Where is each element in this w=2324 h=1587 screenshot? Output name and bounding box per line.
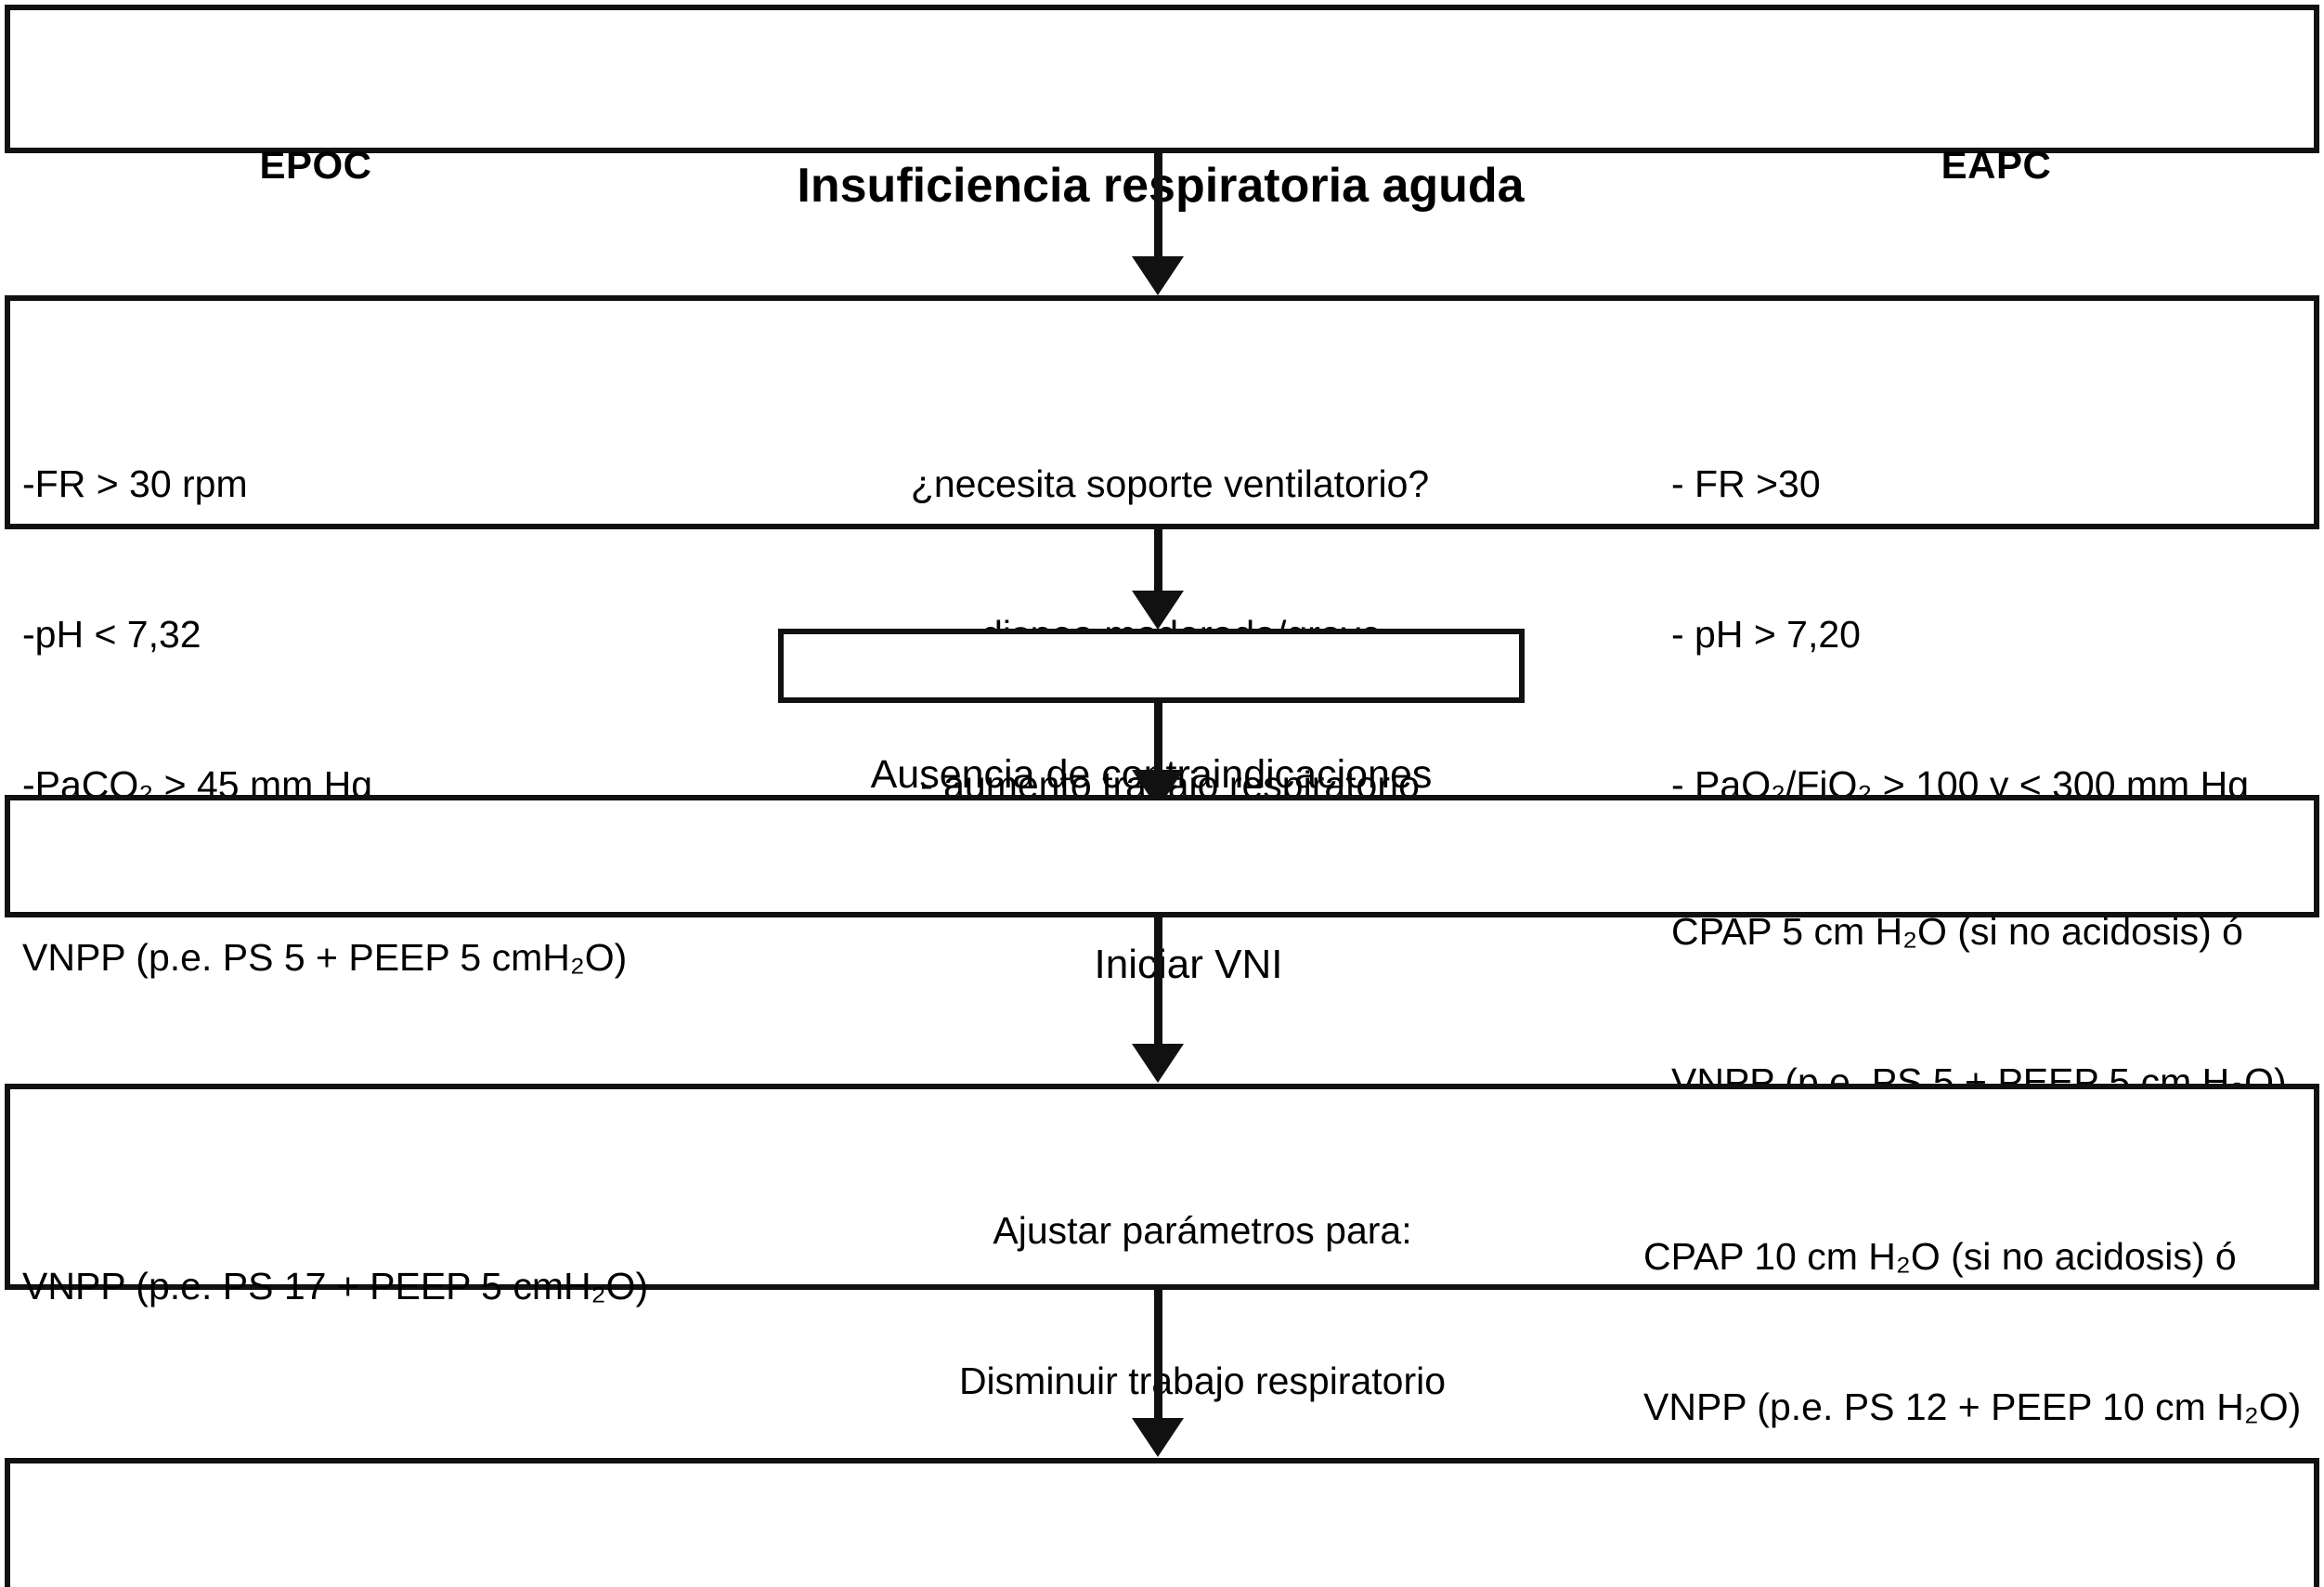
arrow-head (1132, 591, 1184, 630)
arrow-shaft (1154, 1290, 1162, 1422)
criteria-left-line-1: -FR > 30 rpm (22, 462, 248, 505)
criteria-box (5, 295, 2319, 529)
criteria-left-line-2: -pH < 7,32 (22, 613, 201, 656)
arrow-shaft (1154, 153, 1162, 260)
control-right-column: - Mejoría oxigenación (1671, 1510, 2321, 1587)
header-box (5, 5, 2319, 153)
criteria-center-line-1: ¿necesita soporte ventilatorio? (910, 462, 1430, 505)
start-center-column: Iniciar VNI (836, 830, 1541, 1099)
arrow-shaft (1154, 917, 1162, 1047)
start-vni-box (5, 795, 2319, 917)
arrow-head (1132, 1044, 1184, 1083)
contraindications-box (778, 629, 1525, 703)
start-right-line-1: CPAP 5 cm H₂O (si no acidosis) ó (1671, 910, 2243, 953)
start-left-column: VNPP (p.e. PS 5 + PEEP 5 cmH₂O) (22, 832, 784, 1083)
adjust-parameters-box (5, 1084, 2319, 1290)
criteria-right-line-1: - FR >30 (1671, 462, 1821, 505)
control-center-column: Control después de 1-2 horas de criterio… (836, 1486, 1569, 1587)
adjust-right-column: CPAP 10 cm H₂O (si no acidosis) ó VNPP (… (1643, 1131, 2321, 1532)
header-left-label: EPOC (56, 54, 576, 277)
page-title: Insuficiencia respiratoria aguda (631, 46, 1690, 325)
arrow-head (1132, 256, 1184, 295)
criteria-right-line-2: - pH > 7,20 (1671, 613, 1861, 656)
adjust-right-line-1: CPAP 10 cm H₂O (si no acidosis) ó (1643, 1235, 2237, 1278)
header-center-title-text: Insuficiencia respiratoria aguda (797, 159, 1525, 213)
arrow-shaft (1154, 529, 1162, 594)
arrow-shaft (1154, 703, 1162, 774)
start-left-line-1: VNPP (p.e. PS 5 + PEEP 5 cmH₂O) (22, 936, 628, 979)
header-left-label-text: EPOC (259, 143, 372, 187)
adjust-center-line-1: Ajustar parámetros para: (993, 1209, 1412, 1252)
adjust-right-line-2: VNPP (p.e. PS 12 + PEEP 10 cm H₂O) (1643, 1385, 2302, 1428)
adjust-left-column: VNPP (p.e. PS 17 + PEEP 5 cmH₂O) (22, 1161, 802, 1411)
start-center-line-1: Iniciar VNI (1094, 942, 1283, 987)
control-box (5, 1458, 2319, 1587)
adjust-center-line-2: Disminuir trabajo respiratorio (958, 1359, 1447, 1402)
control-left-column: - Aumento pH - Mejoría del nivel de conc… (22, 1486, 784, 1587)
arrow-head (1132, 1418, 1184, 1457)
header-right-label: EAPC (1764, 54, 2228, 277)
adjust-left-line-1: VNPP (p.e. PS 17 + PEEP 5 cmH₂O) (22, 1265, 649, 1307)
header-right-label-text: EAPC (1941, 143, 2052, 187)
